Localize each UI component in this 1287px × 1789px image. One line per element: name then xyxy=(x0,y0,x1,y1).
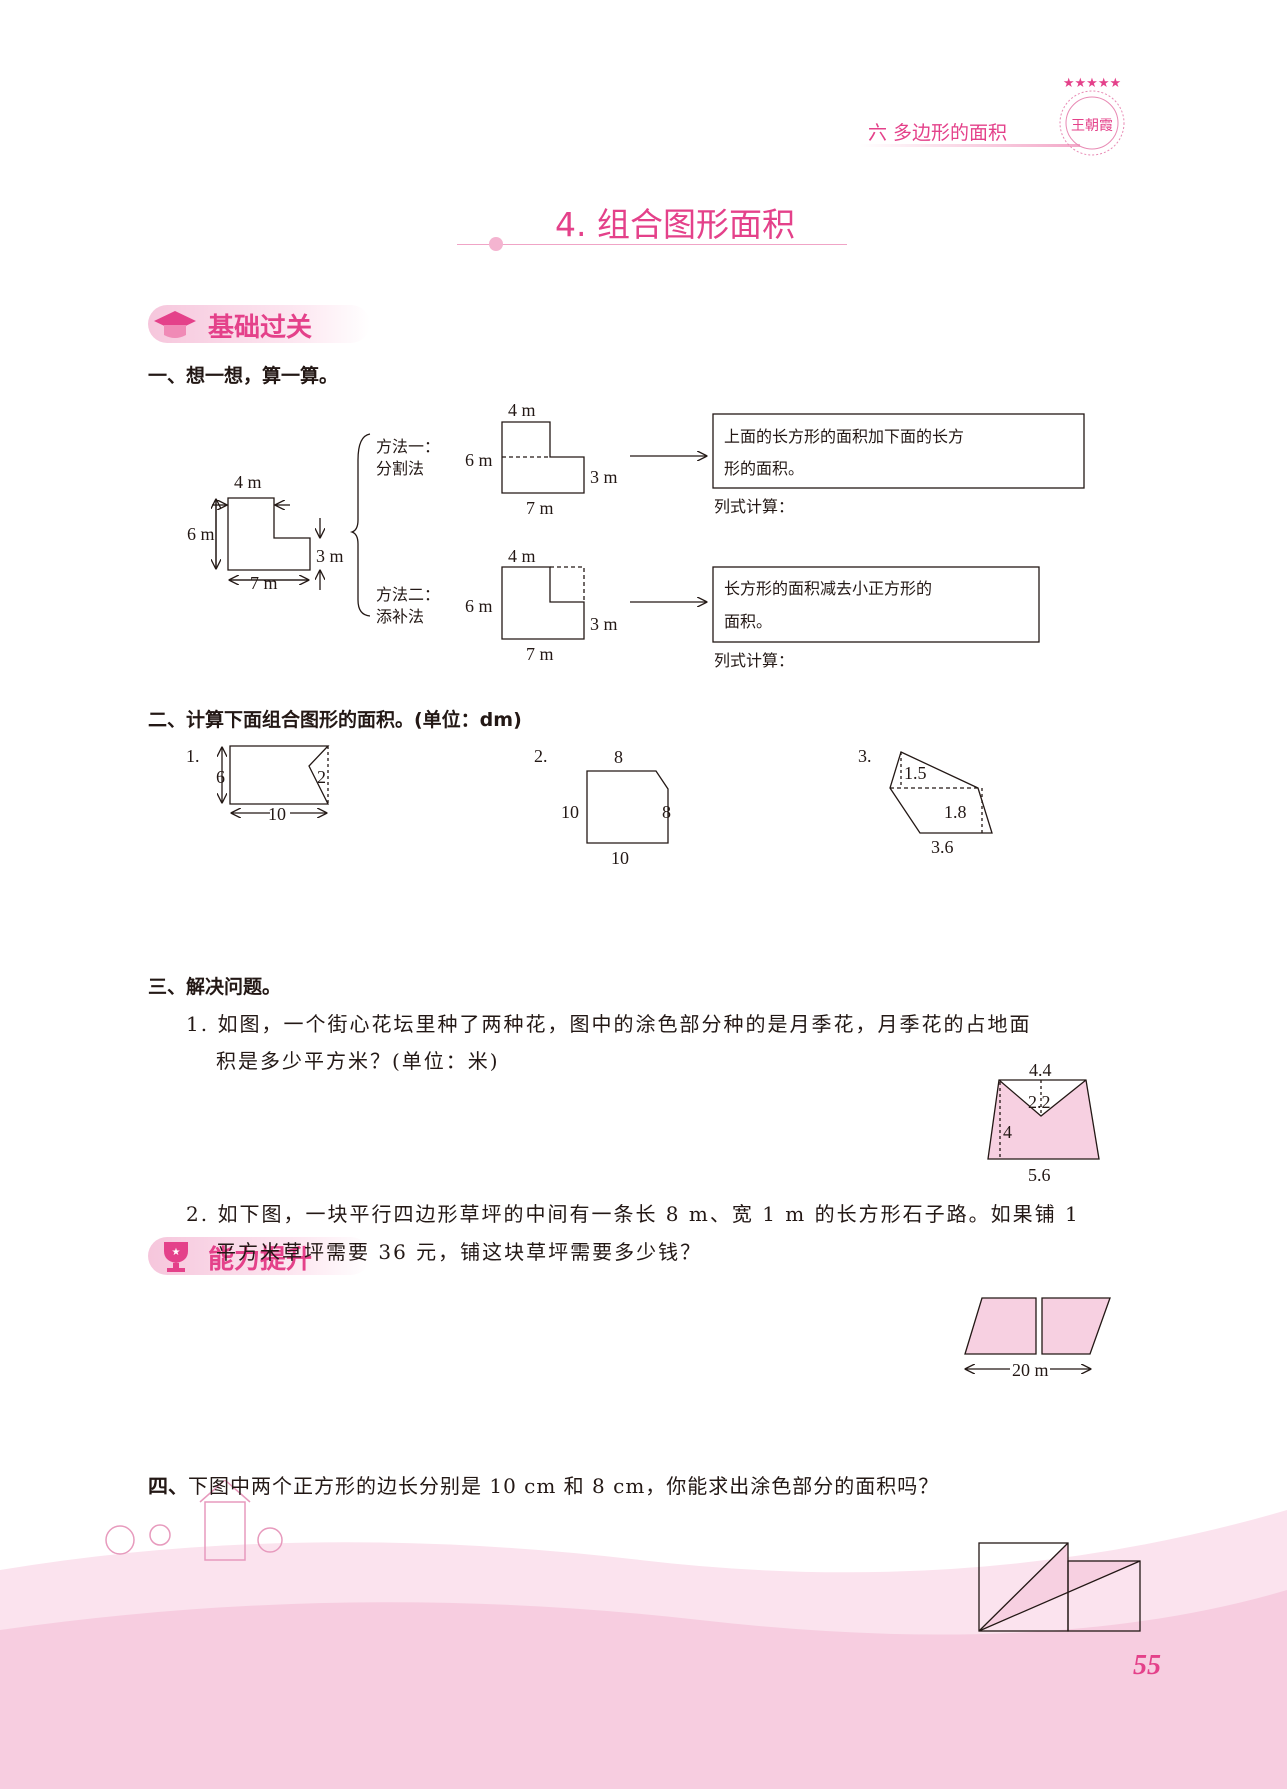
q2-fig1-num: 1. xyxy=(186,746,200,766)
q3-p2-line2: 平方米草坪需要 36 元，铺这块草坪需要多少钱？ xyxy=(216,1240,703,1264)
page-title: 4. 组合图形面积 xyxy=(555,205,795,244)
graduation-cap-icon xyxy=(154,311,196,338)
q2-fig2-shape xyxy=(586,770,669,844)
m1-top: 4 m xyxy=(508,400,536,420)
q2-heading: 二、计算下面组合图形的面积。(单位：dm) xyxy=(148,709,522,731)
m2-bottom: 7 m xyxy=(526,644,554,664)
m1-calc-label: 列式计算： xyxy=(714,497,794,516)
m2-top: 4 m xyxy=(508,546,536,566)
method1-name: 方法一： xyxy=(376,437,440,456)
q2-fig3-h2: 1.8 xyxy=(944,802,967,822)
fig-bottom-label: 7 m xyxy=(250,573,278,593)
q2-fig1-width: 10 xyxy=(268,804,286,824)
trophy-icon: ★ xyxy=(164,1242,188,1272)
q2-fig1-notch: 2 xyxy=(317,767,326,787)
m1-box-line1: 上面的长方形的面积加下面的长方 xyxy=(724,427,964,446)
m1-left: 6 m xyxy=(465,450,493,470)
method1-box xyxy=(712,413,1085,489)
q4-body: 下图中两个正方形的边长分别是 10 cm 和 8 cm，你能求出涂色部分的面积吗… xyxy=(188,1474,940,1498)
chapter-header: 六 多边形的面积 xyxy=(868,122,1008,144)
m1-right: 3 m xyxy=(590,467,618,487)
q3-p2-line1: 2. 如下图，一块平行四边形草坪的中间有一条长 8 m、宽 1 m 的长方形石子… xyxy=(186,1202,1080,1226)
svg-text:★: ★ xyxy=(172,1247,181,1258)
q2-fig3-shape xyxy=(889,751,993,834)
svg-text:★★★★★: ★★★★★ xyxy=(1063,76,1121,91)
q3-p2-lawn-figure xyxy=(964,1297,1111,1369)
section-badge-advanced: ★ 能力提升 xyxy=(148,1237,370,1275)
svg-text:王朝霞: 王朝霞 xyxy=(1071,118,1113,134)
q3-p1-flowerbed-figure xyxy=(987,1079,1100,1160)
p1-bottom: 5.6 xyxy=(1028,1165,1051,1185)
m1-box-line2: 形的面积。 xyxy=(724,459,804,478)
castle-icon xyxy=(105,1480,283,1561)
method2-sub: 添补法 xyxy=(376,607,424,626)
footer-wave-decoration xyxy=(0,1480,1287,1789)
fig-top-label: 4 m xyxy=(234,472,262,492)
q3-heading: 三、解决问题。 xyxy=(148,976,282,998)
method2-box xyxy=(712,566,1040,643)
method2-figure xyxy=(501,566,585,640)
q2-fig2-bottom: 10 xyxy=(611,848,629,868)
section-label: 基础过关 xyxy=(208,313,313,343)
q2-fig1-shape xyxy=(222,745,330,813)
p2-base: 20 m xyxy=(1012,1360,1049,1380)
section-label: 能力提升 xyxy=(208,1245,313,1275)
method1-sub: 分割法 xyxy=(376,459,424,478)
m2-calc-label: 列式计算： xyxy=(714,651,794,670)
m1-bottom: 7 m xyxy=(526,498,554,518)
method2-name: 方法二： xyxy=(376,585,440,604)
q2-fig2-top: 8 xyxy=(614,747,623,767)
p1-top: 4.4 xyxy=(1029,1060,1052,1080)
fig-left-label: 6 m xyxy=(187,524,215,544)
title-dot xyxy=(489,237,503,251)
page-number: 55 xyxy=(1133,1650,1161,1681)
q2-fig2-right: 8 xyxy=(662,802,671,822)
q2-fig2-num: 2. xyxy=(534,746,548,766)
q1-l-shape-figure xyxy=(212,497,320,590)
m2-left: 6 m xyxy=(465,596,493,616)
brace xyxy=(349,433,371,617)
fig-right-label: 3 m xyxy=(316,546,344,566)
q4-number: 四、 xyxy=(148,1474,188,1498)
m2-box-line2: 面积。 xyxy=(724,612,772,631)
section-badge-basic: 基础过关 xyxy=(148,305,370,343)
q2-fig2-left: 10 xyxy=(561,802,579,822)
q2-fig3-h1: 1.5 xyxy=(904,763,927,783)
q3-p1-line1: 1. 如图，一个街心花坛里种了两种花，图中的涂色部分种的是月季花，月季花的占地面 xyxy=(186,1012,1032,1036)
title-underline xyxy=(457,244,847,245)
q4-squares-figure xyxy=(978,1542,1141,1632)
m2-box-line1: 长方形的面积减去小正方形的 xyxy=(724,579,932,598)
q3-p1-line2: 积是多少平方米？(单位：米) xyxy=(216,1049,500,1073)
q1-heading: 一、想一想，算一算。 xyxy=(148,365,339,387)
q2-fig3-num: 3. xyxy=(858,746,872,766)
header-rule xyxy=(860,144,1080,147)
q2-fig1-height: 6 xyxy=(216,767,225,787)
m2-right: 3 m xyxy=(590,614,618,634)
p1-v-height: 2.2 xyxy=(1028,1092,1051,1112)
p1-height: 4 xyxy=(1003,1122,1012,1142)
publisher-stamp-logo: ★★★★★ 王朝霞 xyxy=(1059,76,1125,156)
q4-text: 四、下图中两个正方形的边长分别是 10 cm 和 8 cm，你能求出涂色部分的面… xyxy=(148,1470,939,1499)
method1-figure xyxy=(501,421,585,494)
q2-fig3-base: 3.6 xyxy=(931,837,954,857)
